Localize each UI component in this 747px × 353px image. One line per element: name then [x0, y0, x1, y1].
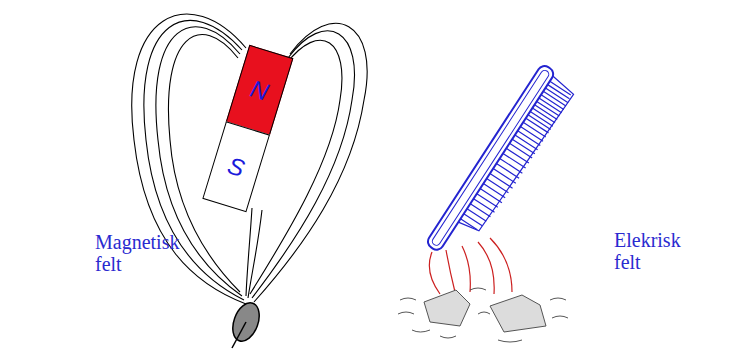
paper-bits — [424, 290, 546, 332]
bar-magnet: NS — [203, 45, 294, 211]
pole-letter: S — [224, 151, 248, 182]
magnetic-field-lines — [132, 14, 367, 304]
motion-marks — [398, 288, 568, 342]
magnet-south-pole: S — [202, 121, 270, 212]
pole-letter: N — [247, 74, 272, 106]
magnet-north-pole: N — [226, 45, 294, 136]
compass — [228, 299, 264, 348]
field-label: Elekrisk felt — [614, 229, 704, 273]
field-label: Magnetisk felt — [95, 231, 185, 275]
electric-field-lines — [429, 238, 512, 294]
comb — [425, 63, 578, 267]
